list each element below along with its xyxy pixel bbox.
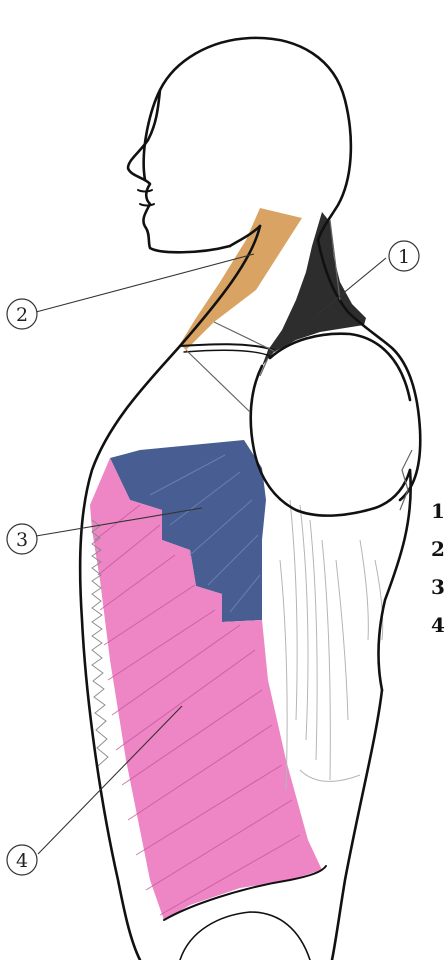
callout-2-label: 2 (16, 304, 28, 326)
callout-1: 1 (389, 241, 419, 271)
side-list-item-2: 2 (431, 537, 445, 561)
side-list-item-4: 4 (431, 613, 445, 637)
callout-3: 3 (7, 524, 37, 554)
callout-1-label: 1 (398, 246, 410, 268)
side-list-item-1: 1 (431, 499, 445, 523)
callout-4-label: 4 (16, 850, 28, 872)
callout-3-label: 3 (16, 529, 28, 551)
callout-4: 4 (7, 845, 37, 875)
callout-2: 2 (7, 299, 37, 329)
side-number-list: 1 2 3 4 (431, 499, 445, 637)
back-striations (280, 500, 383, 790)
side-list-item-3: 3 (431, 575, 445, 599)
